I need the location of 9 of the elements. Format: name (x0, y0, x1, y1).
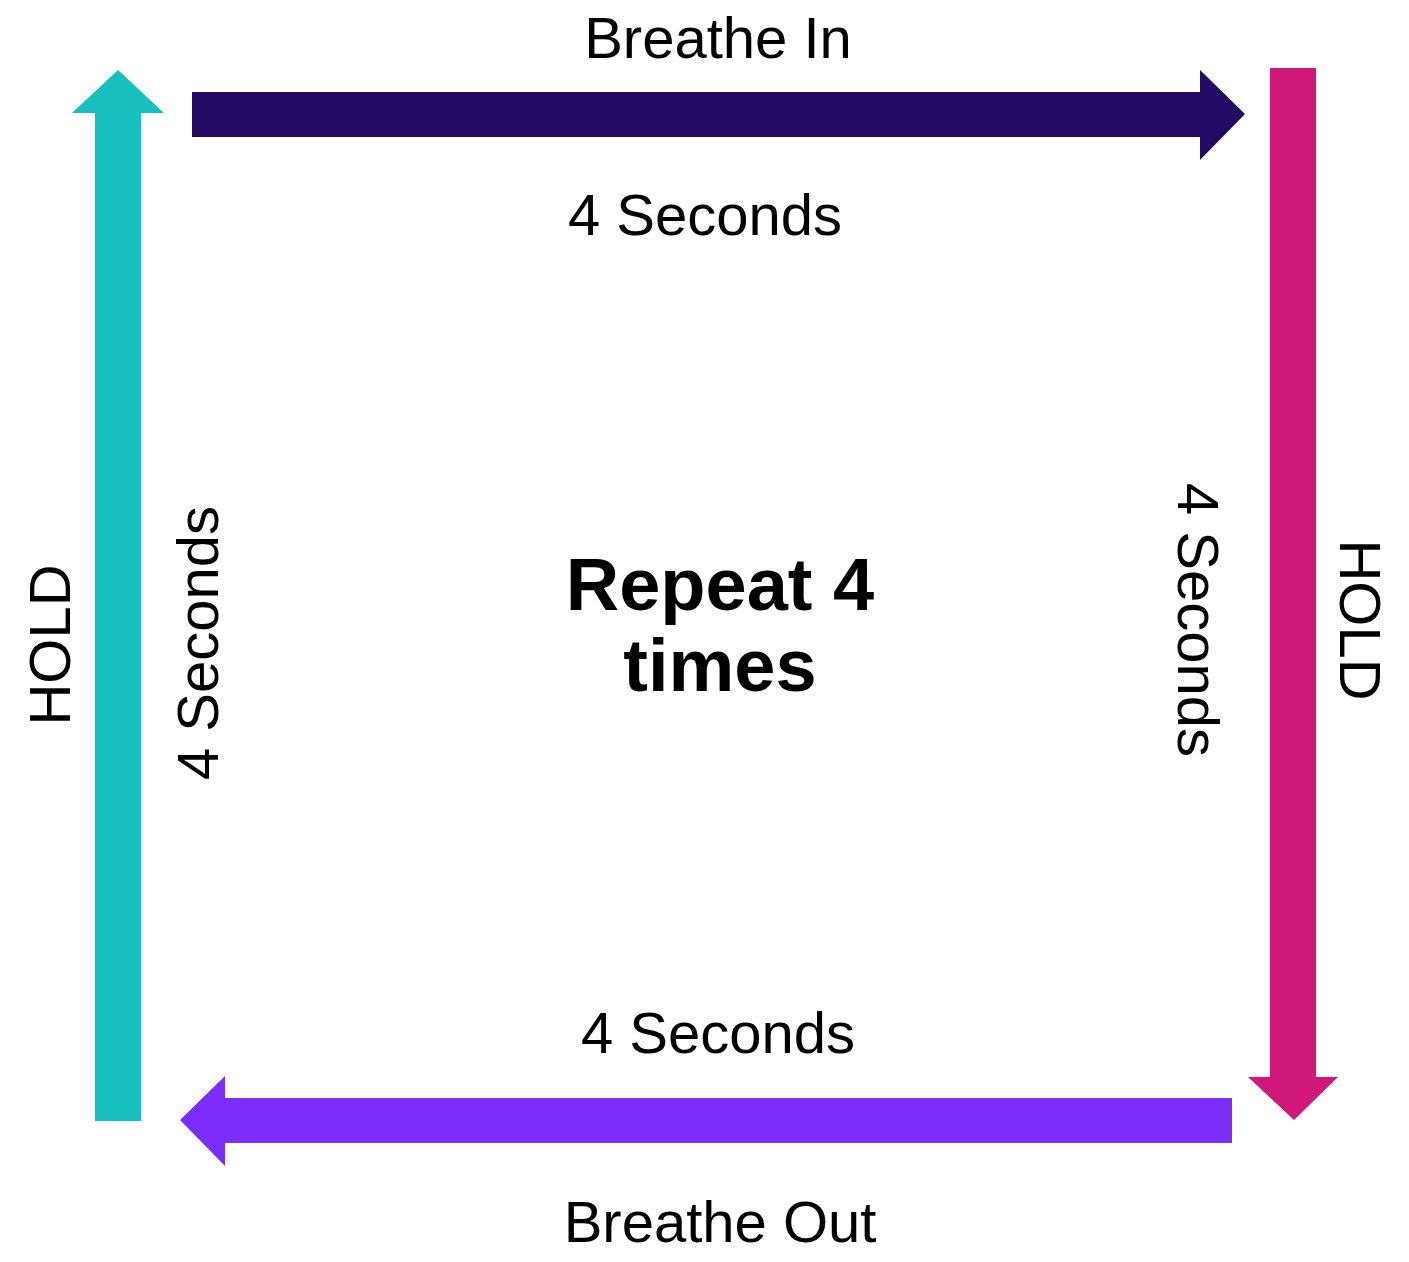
duration-label: 4 Seconds (166, 505, 230, 781)
center-instruction: Repeat 4 times (564, 543, 876, 707)
phase-label: HOLD (1328, 539, 1392, 701)
duration-label: 4 Seconds (1166, 482, 1230, 758)
phase-label: Breathe Out (563, 1190, 877, 1254)
phase-label: Breathe In (584, 6, 852, 70)
phase-label: HOLD (18, 564, 82, 726)
duration-label: 4 Seconds (567, 183, 843, 247)
duration-label: 4 Seconds (580, 1001, 856, 1065)
